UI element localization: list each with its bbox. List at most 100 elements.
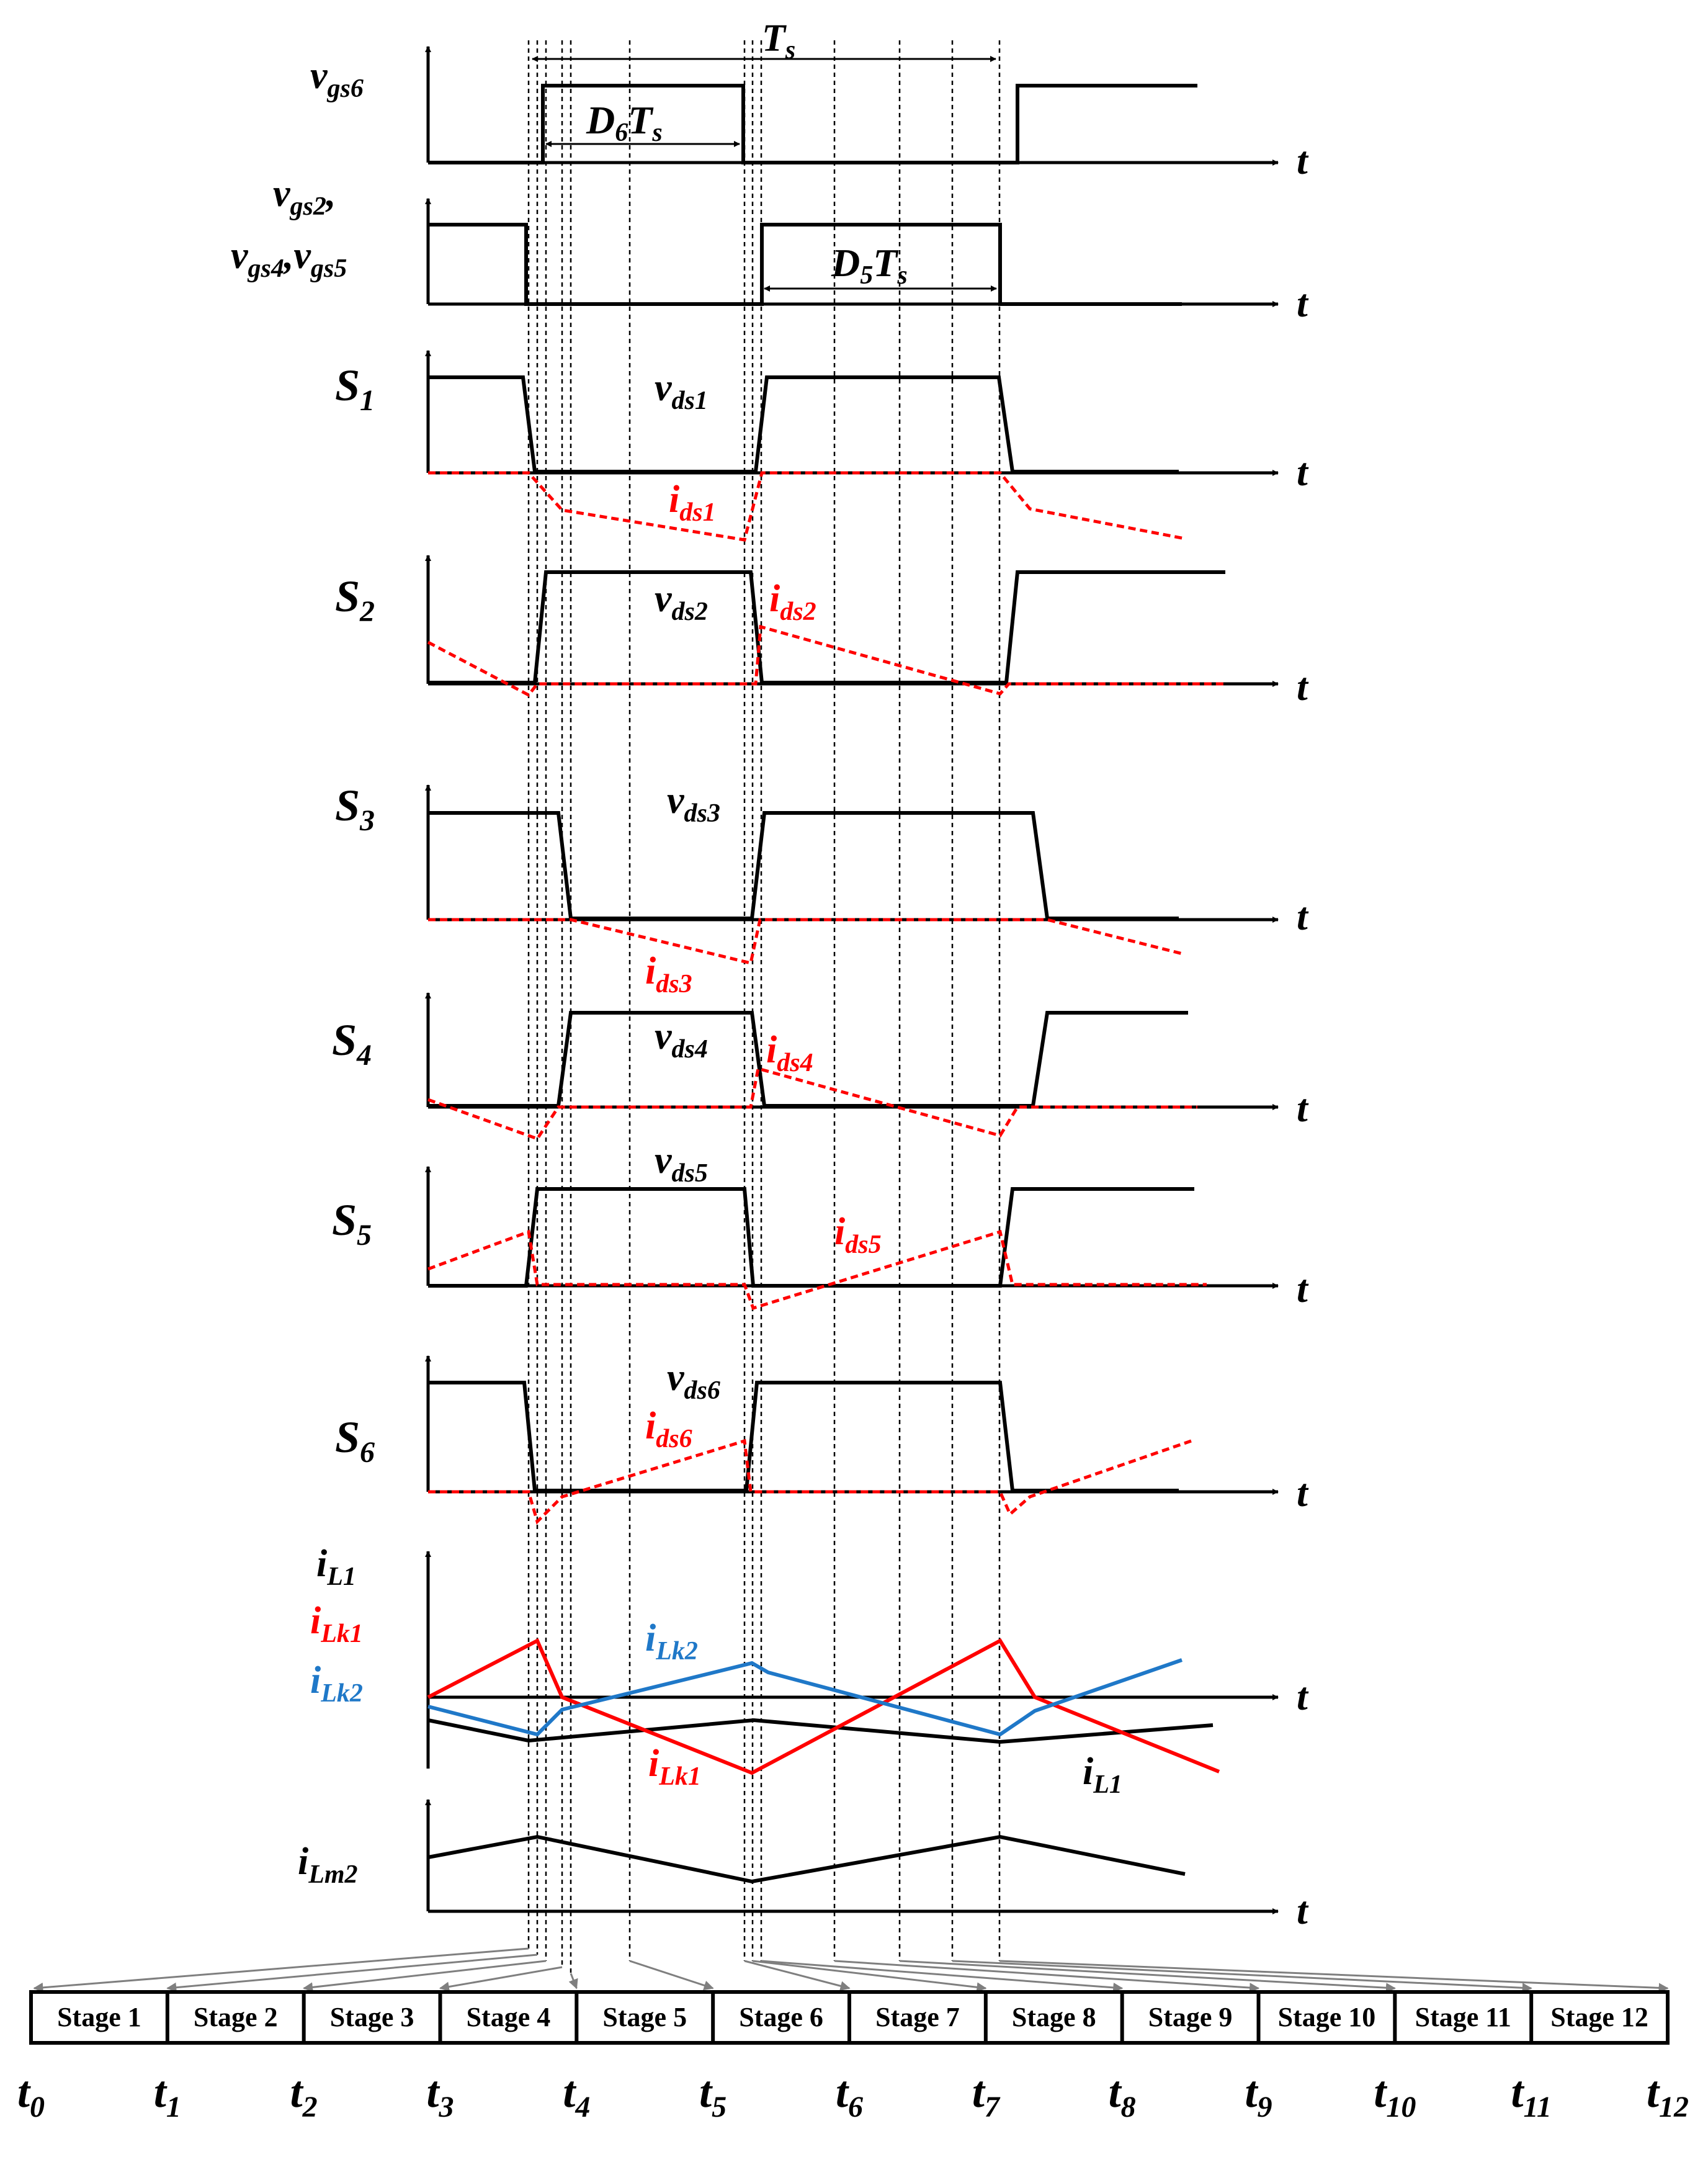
stage-9-label: Stage 9 — [1148, 2002, 1233, 2032]
d5-label: D5Ts — [831, 241, 908, 290]
vds1-label: vds1 — [655, 367, 708, 415]
ids5-wave — [427, 1229, 1207, 1311]
stage-11-label: Stage 11 — [1415, 2002, 1511, 2032]
s6-label: S6 — [335, 1412, 375, 1469]
s1-t-label: t — [1297, 450, 1309, 494]
d6-label: D6Ts — [586, 98, 663, 147]
stage-list: Stage 1 Stage 2 Stage 3 Stage 4 Stage 5 Stage… — [57, 1992, 1648, 2043]
stage-10-label: Stage 10 — [1278, 2002, 1376, 2032]
s2-label: S2 — [335, 572, 375, 628]
vgs45-label: vgs4,vgs5 — [231, 235, 347, 283]
stage-5-label: Stage 5 — [602, 2002, 687, 2032]
ids2-label: ids2 — [769, 578, 816, 626]
time-guides — [527, 40, 1001, 1973]
il1-wave — [427, 1718, 1214, 1744]
currents-t-label: t — [1297, 1674, 1309, 1718]
vgs245-t-label: t — [1297, 281, 1309, 325]
s6-t-label: t — [1297, 1471, 1309, 1515]
vgs245-line — [428, 223, 1182, 306]
connector-t10 — [899, 1960, 1396, 1993]
s4-t-label: t — [1297, 1086, 1309, 1130]
ids5-label: ids5 — [834, 1211, 882, 1259]
axes: t t t t t t t t t t — [425, 46, 1309, 1932]
ids3-wave — [428, 918, 1186, 966]
connector-t7 — [752, 1960, 987, 1993]
stage-connectors — [33, 1947, 1669, 1993]
time-mark-t8: t8 — [1109, 2067, 1136, 2124]
stage-2-label: Stage 2 — [194, 2002, 278, 2032]
time-mark-t7: t7 — [972, 2067, 1001, 2124]
connector-t3 — [439, 1966, 563, 1992]
vds5-wave — [428, 1187, 1194, 1288]
s5-t-label: t — [1297, 1267, 1309, 1311]
ilm2-wave — [427, 1834, 1186, 1884]
ids6-label: ids6 — [645, 1405, 692, 1453]
ilk2-trace-label: iLk2 — [645, 1617, 698, 1666]
vds6-label: vds6 — [667, 1357, 720, 1405]
time-mark-t5: t5 — [699, 2067, 727, 2124]
s3-t-label: t — [1297, 894, 1309, 938]
ilm2-t-label: t — [1297, 1888, 1309, 1932]
ilk1-axis-label: iLk1 — [310, 1600, 363, 1648]
vgs2-label: vgs2, — [273, 173, 336, 221]
time-mark-t4: t4 — [563, 2067, 590, 2124]
time-mark-t10: t10 — [1374, 2067, 1416, 2124]
vds3-label: vds3 — [667, 779, 720, 828]
stage-8-label: Stage 8 — [1012, 2002, 1096, 2032]
connector-t9 — [834, 1960, 1260, 1993]
time-mark-t2: t2 — [290, 2067, 318, 2124]
vds6-wave — [428, 1381, 1179, 1492]
ids4-wave — [427, 1066, 1197, 1141]
ilk1-trace-label: iLk1 — [648, 1743, 701, 1791]
s1-label: S1 — [335, 361, 375, 417]
s3-label: S3 — [335, 781, 375, 837]
connector-t8 — [761, 1960, 1124, 1993]
vds2-label: vds2 — [655, 578, 708, 626]
stage-6-label: Stage 6 — [739, 2002, 823, 2032]
period-label: Ts — [762, 17, 795, 65]
vgs6-line — [428, 84, 1197, 164]
time-mark-t3: t3 — [426, 2067, 454, 2124]
vds4-wave — [428, 1011, 1188, 1108]
stage-3-label: Stage 3 — [330, 2002, 414, 2032]
ilk2-axis-label: iLk2 — [310, 1659, 363, 1708]
time-mark-t6: t6 — [836, 2067, 863, 2124]
connector-t0 — [33, 1947, 529, 1993]
ilk2-wave — [427, 1658, 1183, 1737]
vgs6-wave — [428, 84, 1197, 164]
connector-t2 — [303, 1960, 547, 1993]
connector-t4 — [568, 1973, 578, 1989]
vgs6-t-label: t — [1297, 138, 1309, 182]
il1-trace-label: iL1 — [1083, 1751, 1122, 1799]
ids1-label: ids1 — [669, 478, 716, 527]
time-mark-t1: t1 — [154, 2067, 181, 2124]
ilm2-axis-label: iLm2 — [298, 1841, 358, 1889]
time-mark-t11: t11 — [1511, 2067, 1551, 2124]
connector-t12 — [999, 1960, 1669, 1993]
s5-label: S5 — [332, 1195, 372, 1252]
ids1-wave — [428, 471, 1186, 542]
connector-t1 — [166, 1953, 538, 1993]
vds2-wave — [428, 570, 1225, 684]
vds5-label: vds5 — [655, 1139, 708, 1188]
ids2-wave — [427, 624, 1225, 697]
s4-label: S4 — [332, 1015, 372, 1072]
vgs6-label: vgs6 — [310, 55, 364, 103]
ids4-label: ids4 — [766, 1029, 813, 1077]
time-mark-t0: t0 — [17, 2067, 45, 2124]
s2-t-label: t — [1297, 665, 1309, 709]
stage-1-label: Stage 1 — [57, 2002, 141, 2032]
stage-12-label: Stage 12 — [1550, 2002, 1648, 2032]
ilk1-wave — [427, 1638, 1220, 1775]
stage-4-label: Stage 4 — [467, 2002, 551, 2032]
ids6-wave — [428, 1438, 1192, 1525]
ids3-label: ids3 — [645, 950, 692, 998]
vds1-wave — [428, 375, 1179, 473]
connector-t5 — [629, 1960, 714, 1991]
vds4-label: vds4 — [655, 1015, 708, 1064]
time-mark-t9: t9 — [1245, 2067, 1272, 2124]
connector-t6 — [744, 1960, 851, 1991]
il1-axis-label: iL1 — [316, 1543, 356, 1591]
